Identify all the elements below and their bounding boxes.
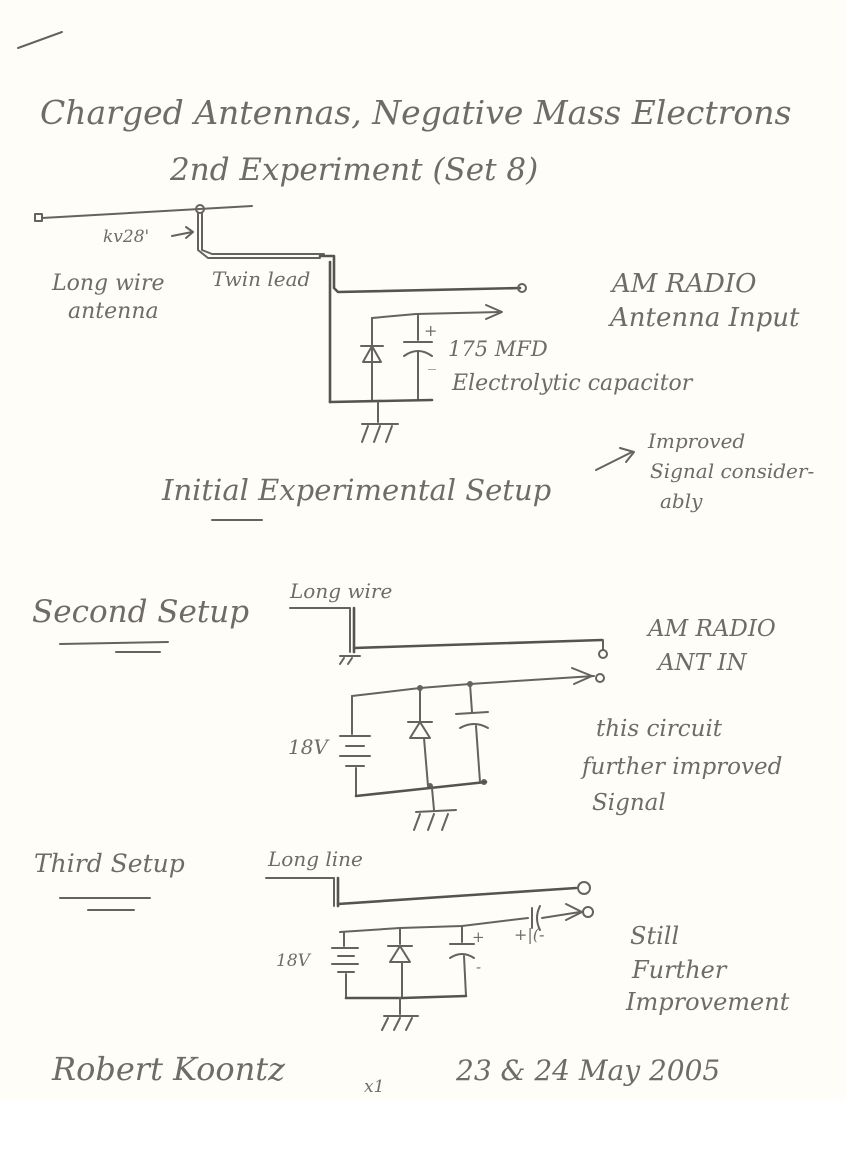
diode-3 xyxy=(389,945,411,963)
radio-label-1: AM RADIO xyxy=(610,269,756,299)
title-line-2: 2nd Experiment (Set 8) xyxy=(169,152,538,188)
ground-2-hatch xyxy=(339,657,345,665)
radio-input-terminal xyxy=(517,283,527,293)
ground-3-hatch-3 xyxy=(405,1017,413,1031)
result-note-1: Improved xyxy=(647,429,745,453)
long-wire-antenna-1 xyxy=(41,205,253,219)
setup-3-cap-plus: + xyxy=(472,928,485,946)
cap-2-wire-b xyxy=(475,725,481,783)
setup-2-long-wire: Long wire xyxy=(289,579,392,603)
ground-hatch-1a xyxy=(361,425,369,443)
heading-underline-2 xyxy=(59,641,169,645)
radio-label-2: Antenna Input xyxy=(608,303,800,333)
series-cap-3b xyxy=(536,905,541,931)
diode-2-wire-b xyxy=(423,737,429,787)
result-note-2: Signal consider- xyxy=(650,459,814,483)
long-wire-2 xyxy=(289,607,351,653)
ground-bus-2 xyxy=(354,780,488,798)
setup-3-schematic xyxy=(265,876,594,1031)
cap-3-curve xyxy=(449,953,475,959)
arrow-head-2 xyxy=(571,667,593,685)
component-top-bus xyxy=(371,311,501,319)
setup-1-caption: Initial Experimental Setup xyxy=(161,473,551,507)
setup-3-battery: 18V xyxy=(276,951,312,971)
twin-lead-label: Twin lead xyxy=(212,267,310,291)
ground-3-hatch-1 xyxy=(381,1017,389,1031)
setup-3-note-1: Still xyxy=(630,922,679,950)
ground-2-hatch-3 xyxy=(441,813,449,831)
antenna-feed-line xyxy=(318,254,522,294)
antenna-line-2 xyxy=(352,638,604,650)
title-line-1: Charged Antennas, Negative Mass Electron… xyxy=(40,93,791,132)
cap-plus-mark: + xyxy=(424,321,437,340)
setup-2-note-3: Signal xyxy=(592,790,666,816)
ground-bus-1 xyxy=(328,398,434,404)
feed-to-terminal-3 xyxy=(541,911,581,919)
ground-bus-3 xyxy=(344,994,468,1000)
radio-terminal-2a xyxy=(598,649,608,659)
ground-2-stem xyxy=(431,787,435,811)
cap-desc-label: Electrolytic capacitor xyxy=(451,371,694,396)
setup-2-note-2: further improved xyxy=(580,754,782,780)
setup-2-battery: 18V xyxy=(288,735,330,759)
twin-lead-wire xyxy=(197,212,321,259)
long-wire-label-2: antenna xyxy=(68,299,159,324)
setup-3-long-wire: Long line xyxy=(267,847,363,871)
result-note-3: ably xyxy=(660,489,703,513)
setup-2-radio-1: AM RADIO xyxy=(646,616,776,642)
setup-2-heading: Second Setup xyxy=(32,594,249,630)
cap-2-wire xyxy=(469,683,473,713)
long-wire-3 xyxy=(265,877,335,907)
initials: x1 xyxy=(364,1077,384,1097)
antenna-length-label: kv28' xyxy=(103,227,149,247)
cap-value-label: 175 MFD xyxy=(448,337,548,361)
terminal-3a xyxy=(577,881,591,895)
result-arrow xyxy=(595,447,635,471)
antenna-line-3 xyxy=(336,886,578,906)
diode-1 xyxy=(362,345,382,363)
cap-3-wire-b xyxy=(463,955,467,997)
feed-bus-2 xyxy=(351,675,595,697)
setup-3-series-cap-mark: +|(- xyxy=(514,925,544,944)
insulator-right xyxy=(195,204,205,214)
setup-3-note-3: Improvement xyxy=(625,988,790,1016)
feed-bus-3 xyxy=(339,917,529,933)
ground-3-hatch-2 xyxy=(393,1017,401,1031)
cap-2-plate xyxy=(455,711,489,715)
arrow-head xyxy=(485,304,503,320)
setup-2-schematic xyxy=(289,606,608,831)
ground-hatch-1c xyxy=(385,425,393,443)
ground-2-line xyxy=(415,809,457,813)
cap-minus-mark: _ xyxy=(428,351,436,370)
diode-2 xyxy=(409,721,431,739)
ground-2-hatch-2 xyxy=(427,813,435,831)
date: 23 & 24 May 2005 xyxy=(455,1054,720,1087)
radio-terminal-2b xyxy=(595,673,605,683)
ground-2-hatch-b xyxy=(347,657,353,665)
ground-2-hatch-1 xyxy=(413,813,421,831)
signature: Robert Koontz xyxy=(51,1050,286,1088)
setup-3-heading: Third Setup xyxy=(34,849,185,878)
setup-3-cap-minus: - xyxy=(476,958,481,976)
length-arrow xyxy=(171,226,194,239)
terminal-3b xyxy=(582,906,594,918)
setup-1-schematic xyxy=(34,204,527,443)
scan-margin xyxy=(0,1100,846,1165)
long-wire-label-1: Long wire xyxy=(51,271,165,296)
ground-hatch-1b xyxy=(373,425,381,443)
setup-2-radio-2: ANT IN xyxy=(656,650,747,676)
cap-2-curve xyxy=(459,723,489,729)
twin-lead-wire-2 xyxy=(201,212,325,255)
paper-sheet xyxy=(0,0,846,1100)
setup-3-note-2: Further xyxy=(631,956,728,984)
setup-2-note-1: this circuit xyxy=(596,716,723,742)
insulator-left xyxy=(34,213,43,222)
stray-pen-mark xyxy=(17,31,63,49)
